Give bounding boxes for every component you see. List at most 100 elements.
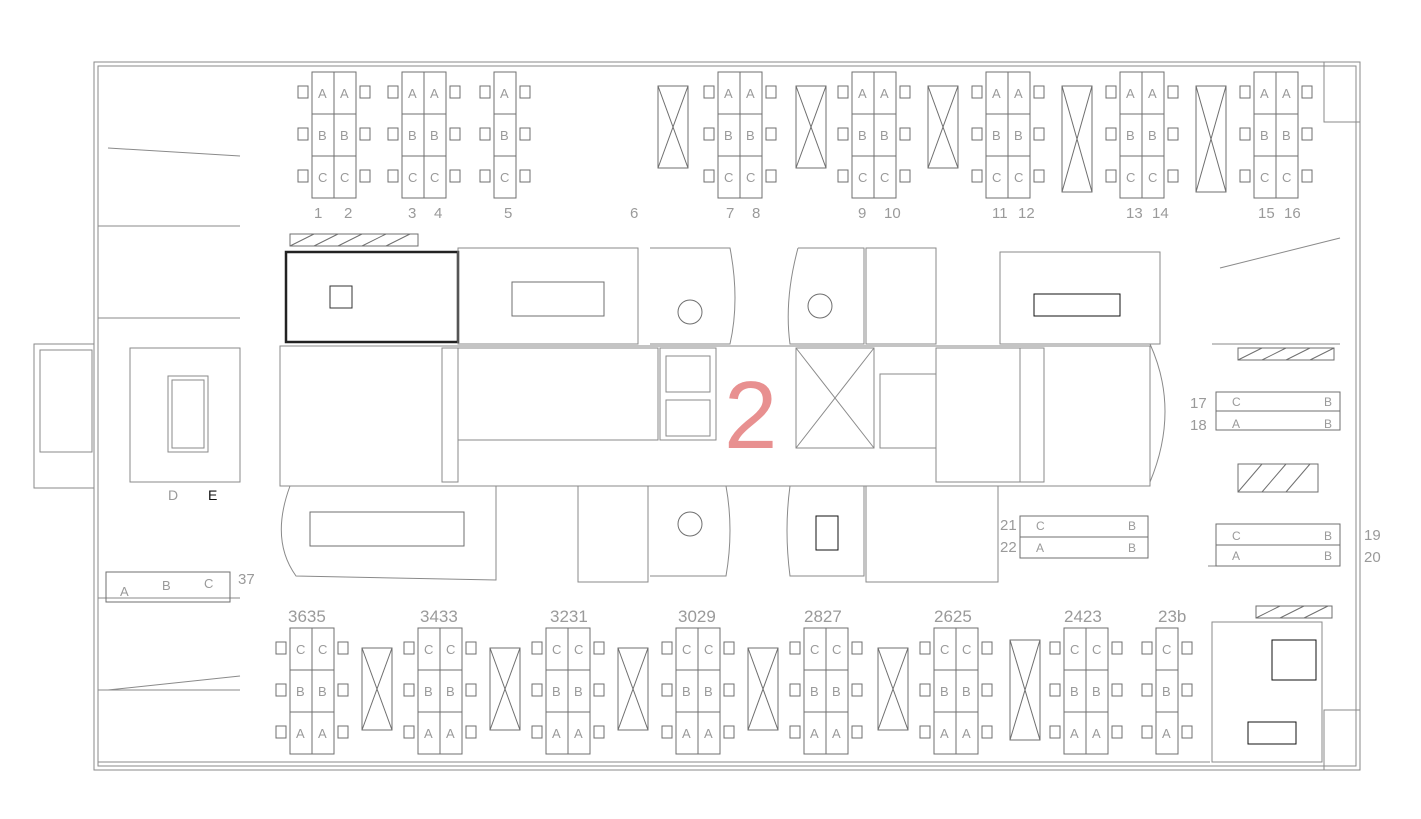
- storage-unit: [877, 647, 909, 731]
- seat-letter: A: [446, 726, 455, 741]
- chair-icon: [297, 169, 309, 183]
- seat-letter: C: [1148, 170, 1157, 185]
- seat-letter: D: [168, 487, 178, 503]
- chair-icon: [403, 641, 415, 655]
- seat-letter: A: [1092, 726, 1101, 741]
- chair-icon: [1111, 641, 1123, 655]
- seat-letter: B: [1070, 684, 1079, 699]
- desk-cell: [1085, 711, 1109, 755]
- chair-icon: [789, 683, 801, 697]
- seat-letter: B: [962, 684, 971, 699]
- chair-icon: [479, 85, 491, 99]
- storage-unit: [795, 85, 827, 169]
- seat-letter: A: [810, 726, 819, 741]
- seat-letter: A: [408, 86, 417, 101]
- seat-letter: A: [296, 726, 305, 741]
- chair-icon: [593, 683, 605, 697]
- seat-letter: C: [1126, 170, 1135, 185]
- seat-letter: A: [1282, 86, 1291, 101]
- chair-icon: [479, 169, 491, 183]
- right-bench-rows: [105, 391, 1341, 603]
- seat-letter: C: [296, 642, 305, 657]
- chair-icon: [981, 683, 993, 697]
- seat-letter: B: [858, 128, 867, 143]
- desk-cell: [423, 155, 447, 199]
- storage-unit: [927, 85, 959, 169]
- chair-icon: [971, 127, 983, 141]
- chair-icon: [1049, 683, 1061, 697]
- seat-letter: C: [880, 170, 889, 185]
- desk-cell: [873, 155, 897, 199]
- chair-icon: [789, 641, 801, 655]
- seat-letter: B: [424, 684, 433, 699]
- chair-icon: [1049, 641, 1061, 655]
- desk-cell: [567, 711, 591, 755]
- seat-letter: A: [430, 86, 439, 101]
- bottom-workstations: [275, 627, 1193, 755]
- seat-letter: A: [1036, 541, 1044, 555]
- seat-letter: B: [880, 128, 889, 143]
- seat-letter: B: [446, 684, 455, 699]
- seat-letter: C: [552, 642, 561, 657]
- chair-icon: [1167, 127, 1179, 141]
- workstation-number: 9: [858, 205, 866, 222]
- seat-letter: A: [340, 86, 349, 101]
- chair-icon: [1239, 85, 1251, 99]
- seat-letter: B: [1092, 684, 1101, 699]
- chair-icon: [1181, 641, 1193, 655]
- chair-icon: [275, 641, 287, 655]
- chair-icon: [387, 127, 399, 141]
- seat-letter: C: [746, 170, 755, 185]
- seat-letter: A: [318, 726, 327, 741]
- seat-letter: C: [204, 576, 213, 591]
- chair-icon: [297, 85, 309, 99]
- chair-icon: [449, 169, 461, 183]
- workstation-number: 6: [630, 205, 638, 222]
- chair-icon: [465, 641, 477, 655]
- chair-icon: [837, 127, 849, 141]
- seat-letter: A: [832, 726, 841, 741]
- seat-letter: B: [408, 128, 417, 143]
- chair-icon: [1111, 725, 1123, 739]
- chair-icon: [479, 127, 491, 141]
- seat-letter: C: [1092, 642, 1101, 657]
- cabinet-strip: [1237, 347, 1335, 361]
- desk-cell: [1007, 155, 1031, 199]
- workstation-number: 8: [752, 205, 760, 222]
- workstation-number: 18: [1190, 417, 1207, 434]
- seat-letter: B: [430, 128, 439, 143]
- desk-cell: [1275, 155, 1299, 199]
- seat-letter: B: [940, 684, 949, 699]
- workstation-number: 5: [504, 205, 512, 222]
- seat-letter: B: [318, 128, 327, 143]
- chair-icon: [465, 725, 477, 739]
- building-walls: [33, 61, 1361, 771]
- seat-letter: C: [318, 642, 327, 657]
- seat-letter: C: [430, 170, 439, 185]
- chair-icon: [1033, 127, 1045, 141]
- chair-icon: [919, 641, 931, 655]
- seat-letter: B: [992, 128, 1001, 143]
- chair-icon: [703, 127, 715, 141]
- workstation-number: 14: [1152, 205, 1169, 222]
- chair-icon: [449, 127, 461, 141]
- floor-number: 2: [724, 362, 777, 469]
- chair-icon: [1033, 169, 1045, 183]
- seat-letter: A: [424, 726, 433, 741]
- seat-letter: C: [424, 642, 433, 657]
- chair-icon: [337, 683, 349, 697]
- chair-icon: [519, 169, 531, 183]
- seat-letter: A: [880, 86, 889, 101]
- chair-icon: [1111, 683, 1123, 697]
- seat-letter: A: [120, 584, 129, 599]
- storage-unit: [1009, 639, 1041, 741]
- seat-letter: C: [962, 642, 971, 657]
- seat-letter: C: [832, 642, 841, 657]
- storage-unit: [1195, 85, 1227, 193]
- desk-cell: [955, 711, 979, 755]
- chair-icon: [403, 683, 415, 697]
- chair-icon: [1033, 85, 1045, 99]
- seat-letter: B: [832, 684, 841, 699]
- seat-letter: A: [1014, 86, 1023, 101]
